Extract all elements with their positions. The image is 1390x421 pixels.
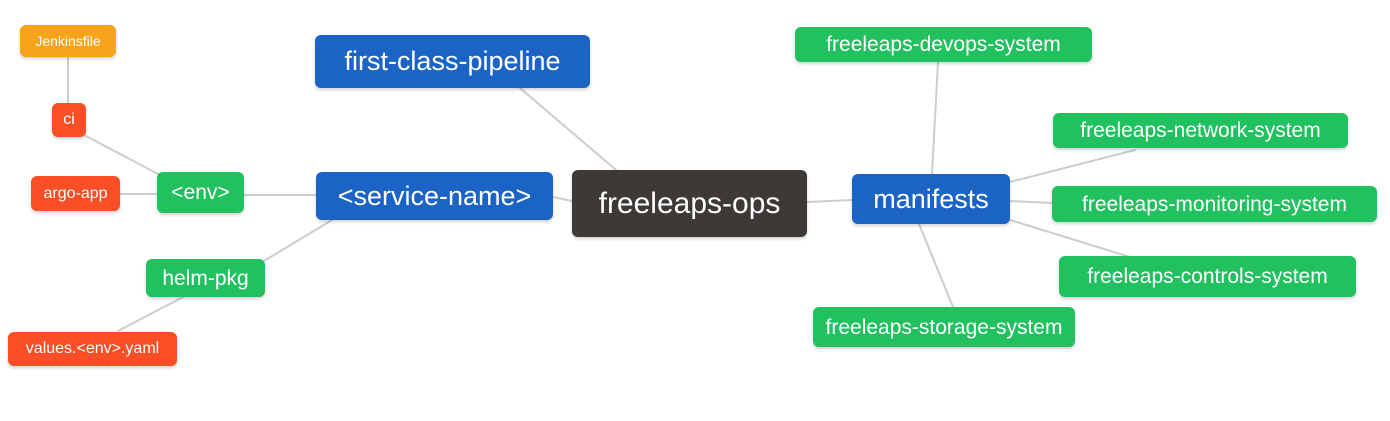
node-service-name[interactable]: <service-name> [316, 172, 553, 220]
node-label: helm-pkg [162, 266, 249, 290]
node-label: freeleaps-devops-system [826, 33, 1061, 56]
node-argo-app[interactable]: argo-app [31, 176, 120, 211]
node-freeleaps-storage-system[interactable]: freeleaps-storage-system [813, 307, 1075, 347]
node-label: argo-app [43, 184, 108, 202]
edge-service-name-to-freeleaps-ops [552, 196, 573, 202]
node-freeleaps-monitoring-system[interactable]: freeleaps-monitoring-system [1052, 186, 1377, 222]
edge-first-class-pipeline-to-freeleaps-ops [519, 87, 617, 171]
node-freeleaps-controls-system[interactable]: freeleaps-controls-system [1059, 256, 1356, 297]
node-label: ci [63, 111, 75, 128]
node-values-env-yaml[interactable]: values.<env>.yaml [8, 332, 177, 366]
edge-freeleaps-devops-system-to-manifests [931, 61, 939, 175]
edge-ci-to-env [83, 134, 159, 175]
node-label: freeleaps-ops [598, 186, 781, 220]
node-label: freeleaps-network-system [1080, 119, 1321, 142]
edge-manifests-to-freeleaps-monitoring-system [1009, 200, 1053, 204]
node-freeleaps-network-system[interactable]: freeleaps-network-system [1053, 113, 1348, 148]
node-label: <env> [171, 181, 230, 204]
node-label: values.<env>.yaml [25, 340, 160, 357]
node-label: Jenkinsfile [35, 33, 101, 49]
edge-helm-pkg-to-service-name [263, 219, 333, 262]
edge-manifests-to-freeleaps-storage-system [918, 223, 954, 308]
node-label: manifests [873, 183, 989, 214]
edge-values-env-yaml-to-helm-pkg [117, 296, 184, 332]
node-ci[interactable]: ci [52, 103, 86, 137]
edge-freeleaps-ops-to-manifests [806, 199, 853, 203]
node-label: freeleaps-controls-system [1087, 265, 1328, 288]
node-label: freeleaps-monitoring-system [1082, 192, 1347, 216]
node-jenkinsfile[interactable]: Jenkinsfile [20, 25, 116, 57]
node-manifests[interactable]: manifests [852, 174, 1010, 224]
node-env[interactable]: <env> [157, 172, 244, 213]
node-label: freeleaps-storage-system [825, 315, 1063, 339]
node-freeleaps-ops[interactable]: freeleaps-ops [572, 170, 807, 237]
edge-manifests-to-freeleaps-network-system [1009, 149, 1136, 183]
node-freeleaps-devops-system[interactable]: freeleaps-devops-system [795, 27, 1092, 62]
node-label: <service-name> [337, 180, 532, 211]
edge-manifests-to-freeleaps-controls-system [1009, 219, 1131, 258]
node-label: first-class-pipeline [344, 46, 561, 76]
node-first-class-pipeline[interactable]: first-class-pipeline [315, 35, 590, 88]
node-helm-pkg[interactable]: helm-pkg [146, 259, 265, 297]
